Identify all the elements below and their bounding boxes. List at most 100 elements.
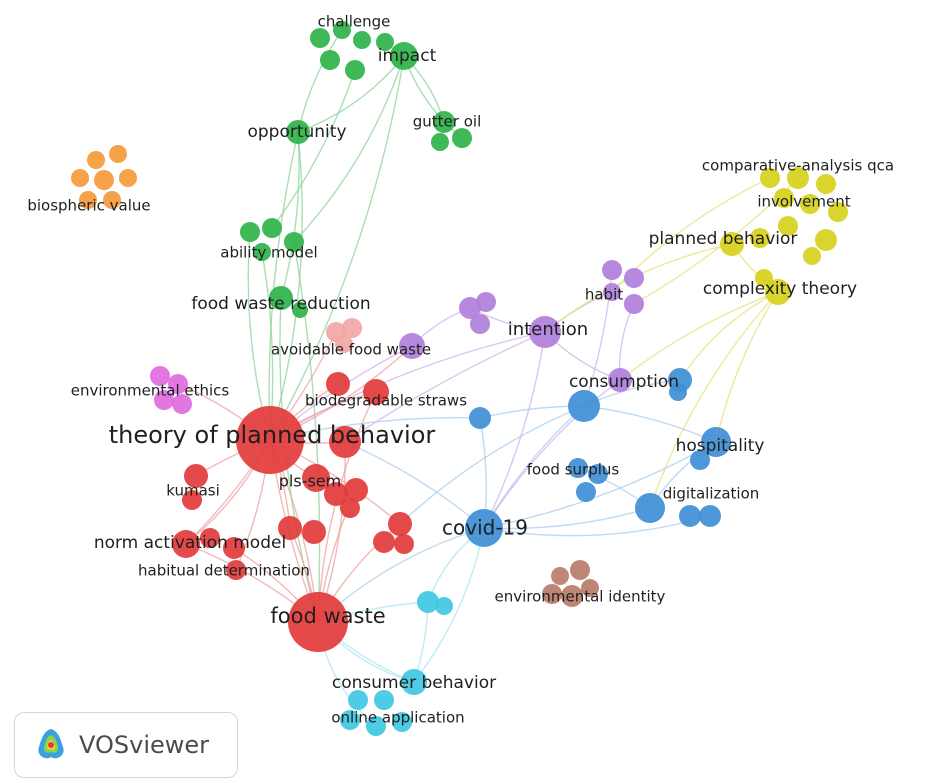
green-cluster-node[interactable] [353, 31, 371, 49]
purple-cluster-node[interactable] [459, 297, 481, 319]
purple-cluster-node[interactable] [399, 333, 425, 359]
keyword-label-involvement[interactable]: involvement [757, 193, 850, 211]
yellow-cluster-node[interactable] [774, 188, 794, 208]
keyword-label-digitalization[interactable]: digitalization [663, 485, 760, 503]
orange-cluster-node[interactable] [71, 169, 89, 187]
pink-cluster-node[interactable] [335, 335, 353, 353]
red-cluster-node[interactable] [340, 498, 360, 518]
cyan-cluster-node[interactable] [374, 690, 394, 710]
yellow-cluster-node[interactable] [815, 229, 837, 251]
red-cluster-node[interactable] [326, 372, 350, 396]
keyword-label-planned-behavior[interactable]: planned behavior [649, 229, 798, 249]
blue-cluster-node[interactable] [465, 509, 503, 547]
keyword-label-biodegradable-straws[interactable]: biodegradable straws [305, 392, 467, 410]
red-cluster-node[interactable] [324, 482, 348, 506]
keyword-label-hospitality[interactable]: hospitality [676, 436, 765, 456]
green-cluster-node[interactable] [269, 286, 293, 310]
purple-cluster-node[interactable] [624, 294, 644, 314]
cyan-cluster-node[interactable] [435, 597, 453, 615]
red-cluster-node[interactable] [288, 592, 348, 652]
red-cluster-node[interactable] [373, 531, 395, 553]
keyword-label-biospheric-value[interactable]: biospheric value [27, 197, 150, 215]
brown-cluster-node[interactable] [570, 560, 590, 580]
red-cluster-node[interactable] [223, 537, 245, 559]
keyword-label-comparative-analysis-qca[interactable]: comparative-analysis qca [702, 157, 894, 175]
red-cluster-node[interactable] [278, 516, 302, 540]
keyword-label-challenge[interactable]: challenge [318, 13, 391, 31]
red-cluster-node[interactable] [200, 528, 220, 548]
green-cluster-node[interactable] [292, 302, 308, 318]
keyword-label-ability-model[interactable]: ability model [220, 244, 317, 262]
keyword-label-gutter-oil[interactable]: gutter oil [413, 113, 481, 131]
green-cluster-node[interactable] [310, 28, 330, 48]
red-cluster-node[interactable] [172, 530, 200, 558]
yellow-cluster-node[interactable] [800, 194, 820, 214]
green-cluster-node[interactable] [262, 218, 282, 238]
green-cluster-node[interactable] [284, 232, 304, 252]
magenta-cluster-node[interactable] [154, 390, 174, 410]
blue-cluster-node[interactable] [568, 458, 588, 478]
blue-cluster-node[interactable] [690, 450, 710, 470]
keyword-label-environmental-identity[interactable]: environmental identity [495, 588, 666, 606]
green-cluster-node[interactable] [286, 120, 310, 144]
keyword-label-food-waste[interactable]: food waste [270, 604, 385, 628]
keyword-label-complexity-theory[interactable]: complexity theory [703, 279, 857, 299]
blue-cluster-node[interactable] [701, 427, 731, 457]
green-cluster-node[interactable] [390, 42, 418, 70]
keyword-label-avoidable-food-waste[interactable]: avoidable food waste [271, 341, 431, 359]
orange-cluster-node[interactable] [79, 191, 97, 209]
cyan-cluster-node[interactable] [392, 712, 412, 732]
green-cluster-node[interactable] [333, 21, 351, 39]
brown-cluster-node[interactable] [561, 585, 583, 607]
brown-cluster-node[interactable] [542, 584, 562, 604]
red-cluster-node[interactable] [363, 379, 389, 405]
cyan-cluster-node[interactable] [340, 710, 360, 730]
purple-cluster-node[interactable] [470, 314, 490, 334]
red-cluster-node[interactable] [184, 464, 208, 488]
red-cluster-node[interactable] [182, 490, 202, 510]
orange-cluster-node[interactable] [109, 145, 127, 163]
magenta-cluster-node[interactable] [172, 394, 192, 414]
brown-cluster-node[interactable] [551, 567, 569, 585]
green-cluster-node[interactable] [240, 222, 260, 242]
brown-cluster-node[interactable] [581, 579, 599, 597]
yellow-cluster-node[interactable] [765, 279, 791, 305]
pink-cluster-node[interactable] [342, 318, 362, 338]
keyword-label-theory-of-planned-behavior[interactable]: theory of planned behavior [109, 421, 436, 449]
cyan-cluster-node[interactable] [401, 669, 427, 695]
blue-cluster-node[interactable] [576, 482, 596, 502]
purple-cluster-node[interactable] [602, 260, 622, 280]
purple-cluster-node[interactable] [608, 368, 632, 392]
red-cluster-node[interactable] [394, 534, 414, 554]
blue-cluster-node[interactable] [669, 383, 687, 401]
cyan-cluster-node[interactable] [366, 716, 386, 736]
yellow-cluster-node[interactable] [778, 216, 798, 236]
green-cluster-node[interactable] [320, 50, 340, 70]
keyword-label-covid-19[interactable]: covid-19 [442, 516, 528, 540]
orange-cluster-node[interactable] [103, 191, 121, 209]
keyword-label-impact[interactable]: impact [378, 46, 437, 66]
keyword-label-online-application[interactable]: online application [331, 709, 464, 727]
green-cluster-node[interactable] [433, 111, 455, 133]
red-cluster-node[interactable] [329, 426, 361, 458]
purple-cluster-node[interactable] [529, 316, 561, 348]
magenta-cluster-node[interactable] [150, 366, 170, 386]
red-cluster-node[interactable] [302, 520, 326, 544]
keyword-label-consumer-behavior[interactable]: consumer behavior [332, 673, 496, 693]
yellow-cluster-node[interactable] [803, 247, 821, 265]
cyan-cluster-node[interactable] [417, 591, 439, 613]
yellow-cluster-node[interactable] [816, 174, 836, 194]
red-cluster-node[interactable] [388, 512, 412, 536]
red-cluster-node[interactable] [236, 406, 304, 474]
blue-cluster-node[interactable] [568, 390, 600, 422]
orange-cluster-node[interactable] [87, 151, 105, 169]
red-cluster-node[interactable] [226, 560, 246, 580]
green-cluster-node[interactable] [376, 33, 394, 51]
orange-cluster-node[interactable] [94, 170, 114, 190]
purple-cluster-node[interactable] [624, 268, 644, 288]
blue-cluster-node[interactable] [699, 505, 721, 527]
keyword-label-food-surplus[interactable]: food surplus [527, 461, 620, 479]
keyword-label-norm-activation-model[interactable]: norm activation model [94, 533, 286, 553]
yellow-cluster-node[interactable] [760, 168, 780, 188]
keyword-label-food-waste-reduction[interactable]: food waste reduction [191, 294, 370, 314]
